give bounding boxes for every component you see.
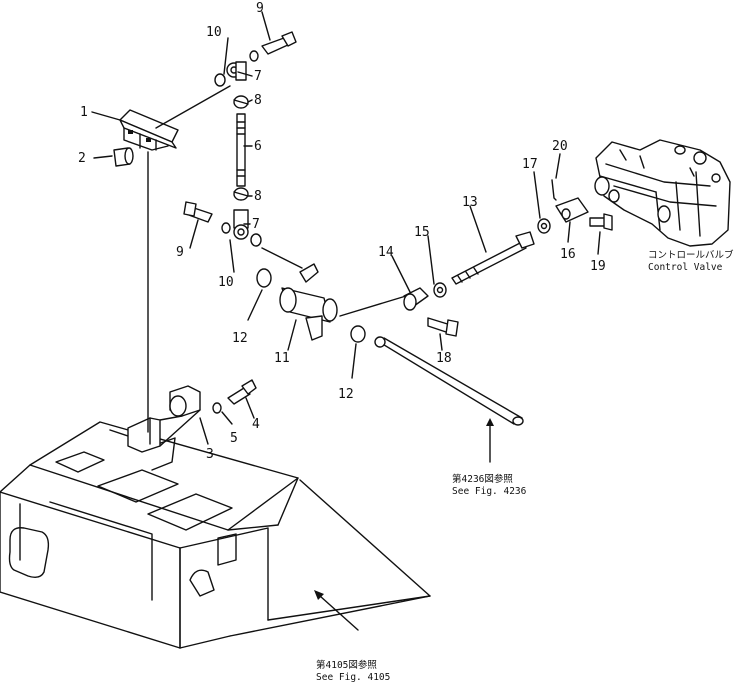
pedal-part	[113, 109, 179, 167]
control-valve-label-en: Control Valve	[648, 262, 723, 273]
threaded-rod-part	[451, 231, 535, 285]
long-rod-part	[374, 336, 524, 463]
valve-link-parts	[537, 179, 613, 234]
fig-4236-ref-jp: 第4236図参照	[452, 473, 513, 485]
lower-rod-end	[183, 187, 303, 269]
lever-shaft-part	[256, 263, 407, 343]
callout-10-lower: 10	[218, 275, 234, 290]
control-valve-label-jp: コントロールバルブ	[648, 249, 734, 261]
callout-12-left: 12	[232, 331, 248, 346]
fig-4105-ref-jp: 第4105図参照	[316, 659, 377, 671]
callout-16: 16	[560, 247, 576, 262]
callout-13: 13	[462, 195, 478, 210]
callout-19: 19	[590, 259, 606, 274]
fig-4105-ref-en: See Fig. 4105	[316, 672, 390, 683]
callout-8-lower: 8	[254, 189, 262, 204]
callout-1: 1	[80, 105, 88, 120]
rod-part	[236, 113, 246, 187]
callout-labels: 1 2 3 4 5 6 7 7 8 8 9 9 10 10 11 12 12 1…	[78, 1, 606, 462]
callout-9-lower: 9	[176, 245, 184, 260]
callout-8-upper: 8	[254, 93, 262, 108]
callout-18: 18	[436, 351, 452, 366]
callout-3: 3	[206, 447, 214, 462]
callout-10-upper: 10	[206, 25, 222, 40]
callout-11: 11	[274, 351, 290, 366]
pedal-support-bracket	[127, 379, 257, 453]
callout-6: 6	[254, 139, 262, 154]
clevis-part	[403, 282, 459, 337]
callout-2: 2	[78, 151, 86, 166]
upper-rod-end	[214, 31, 297, 109]
callout-12-right: 12	[338, 387, 354, 402]
callout-20: 20	[552, 139, 568, 154]
callout-7-lower: 7	[252, 217, 260, 232]
callout-15: 15	[414, 225, 430, 240]
leader-lines	[91, 11, 601, 631]
callout-7-upper: 7	[254, 69, 262, 84]
reference-notes: コントロールバルブ Control Valve 第4236図参照 See Fig…	[316, 249, 734, 683]
callout-5: 5	[230, 431, 238, 446]
callout-14: 14	[378, 245, 394, 260]
pedal-link-line	[155, 85, 231, 129]
fig-4236-ref-en: See Fig. 4236	[452, 486, 527, 497]
callout-4: 4	[252, 417, 260, 432]
floor-frame-part	[0, 421, 431, 649]
callout-17: 17	[522, 157, 538, 172]
callout-9-upper: 9	[256, 1, 264, 16]
control-valve-body	[594, 139, 731, 247]
